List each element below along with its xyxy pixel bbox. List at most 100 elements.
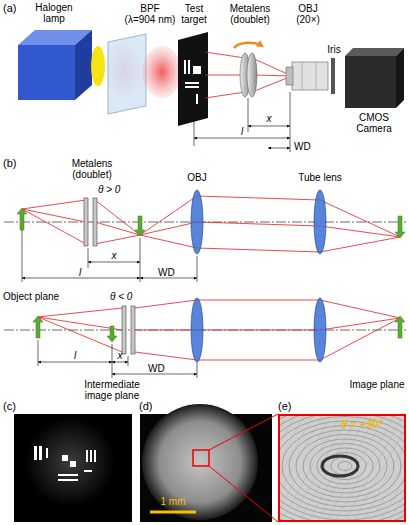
panel-letter: (a) (3, 2, 16, 14)
fringe-pattern (278, 414, 406, 522)
light-ray (38, 308, 122, 317)
light-ray (320, 237, 400, 252)
dimension-label: x (108, 250, 120, 261)
image-arrow (395, 316, 405, 338)
zoom-leader (209, 414, 278, 522)
fringe-pattern (278, 414, 296, 522)
light-ray (197, 300, 320, 301)
dimension-line (290, 92, 291, 152)
scale-label: 1 mm (149, 496, 197, 507)
dimension-line (140, 238, 141, 282)
light-ray (22, 196, 400, 252)
dimension-line (197, 362, 198, 378)
photo-target-image (90, 450, 92, 462)
dimension-line (22, 230, 23, 282)
light-ray (140, 196, 197, 235)
dimension-line (22, 230, 197, 282)
dimension-line (88, 248, 89, 268)
light-ray (205, 52, 292, 98)
photo-target-image (46, 448, 48, 458)
dimension-line (88, 262, 140, 263)
part-label: Iris (321, 44, 347, 55)
text-line: (20×) (283, 14, 333, 25)
light-ray (135, 352, 197, 360)
panel-letter: (e) (278, 400, 291, 412)
test-target (178, 32, 208, 126)
dimension-line (112, 344, 113, 378)
zoom-frame (279, 415, 405, 521)
lens (314, 190, 326, 254)
photo-target-image (39, 446, 42, 460)
halogen-lamp-body (75, 30, 92, 100)
fringe-pattern (278, 414, 406, 522)
photo-target-image (34, 446, 37, 460)
fringe-pattern (317, 414, 377, 522)
objective-lens (286, 67, 293, 85)
text-line: Camera (343, 123, 405, 134)
light-ray (197, 196, 320, 200)
fringe-pattern (362, 414, 406, 522)
objective-lens (316, 62, 317, 90)
plane-label: Image plane (348, 379, 406, 390)
light-ray (38, 300, 400, 360)
light-ray (205, 52, 245, 58)
photo-target-image (86, 450, 88, 462)
fringe-pattern (371, 414, 406, 522)
metalens-doublet (93, 198, 97, 246)
panel-letter: (d) (139, 400, 152, 412)
camera-box: CMOS Camera (343, 46, 405, 140)
test-target (185, 86, 199, 88)
objective-lens (286, 62, 328, 90)
panel-letter: (c) (3, 400, 16, 412)
photo-target-image (62, 455, 68, 461)
filter-label: BPF (λ=904 nm) (112, 3, 188, 25)
optical-axis (4, 330, 406, 331)
dimension-label: x (263, 113, 275, 124)
dimension-line (38, 340, 197, 378)
fringe-pattern (282, 426, 406, 507)
lens (191, 298, 203, 362)
metalens-doublet (84, 198, 88, 246)
fringe-pattern (308, 414, 368, 522)
dimension-label: l (236, 126, 248, 137)
metalens-doublet (247, 53, 257, 97)
fringe-pattern (278, 414, 406, 522)
fringe-pattern (278, 414, 314, 522)
light-ray (22, 200, 86, 209)
node-label: CMOS Camera (343, 112, 405, 134)
text-line: target (172, 14, 216, 25)
angle-label: θ < 0 (110, 291, 132, 302)
photo-target-image (34, 446, 96, 481)
dimension-label: l (75, 267, 85, 278)
dimension-line (248, 98, 249, 132)
fringe-pattern (281, 414, 341, 522)
zoom-box (193, 450, 209, 466)
plane-label: Object plane (3, 291, 59, 302)
light-ray (205, 75, 245, 76)
fringe-pattern (326, 414, 386, 522)
light-ray (197, 248, 320, 252)
fringe-pattern (380, 414, 406, 522)
lens (191, 190, 326, 254)
condenser-lens (91, 46, 105, 86)
photo-target-image (84, 470, 92, 472)
image-arrow (17, 208, 27, 230)
photo-target-image (14, 414, 132, 522)
dimension-line (194, 118, 195, 146)
light-ray (135, 300, 197, 308)
camera-body (345, 48, 404, 108)
dimension-line (268, 148, 290, 149)
dimension-label: WD (294, 141, 311, 152)
dimension-line (128, 356, 129, 366)
fringe-pattern (317, 448, 373, 484)
photo-target-image (70, 461, 76, 467)
light-ray (320, 226, 400, 237)
fringe-pattern (335, 414, 395, 522)
zoom-leader (209, 466, 278, 522)
light-ray (197, 222, 320, 226)
part-label: OBJ (180, 172, 214, 183)
dimension-label: WD (158, 267, 175, 278)
lens (314, 298, 326, 362)
photo-wide-field (142, 404, 258, 520)
